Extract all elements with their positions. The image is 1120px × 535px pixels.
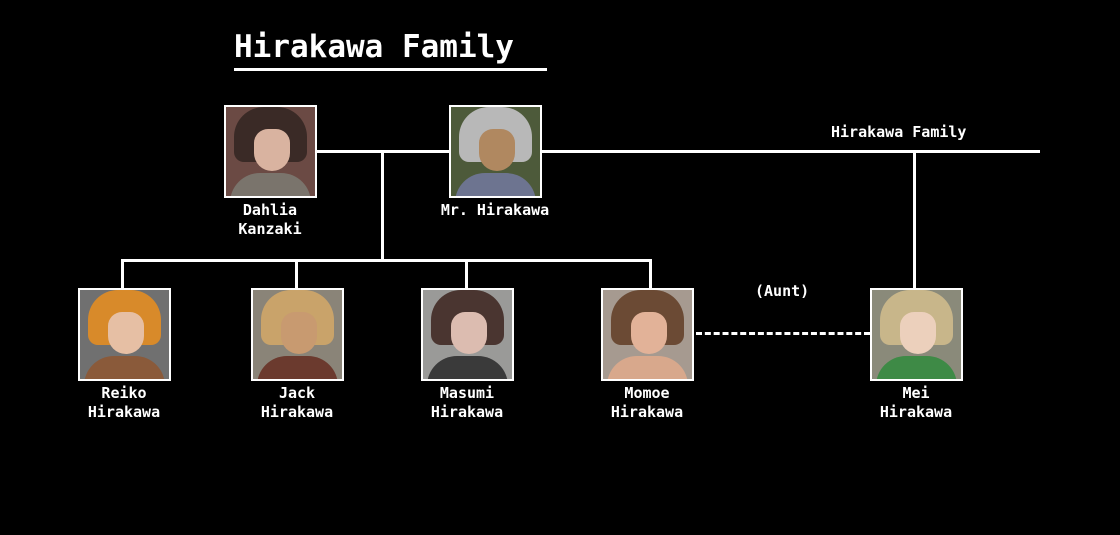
descent-line bbox=[381, 150, 384, 261]
first-name: Dahlia bbox=[242, 201, 298, 219]
branch-line bbox=[542, 150, 1040, 153]
portrait-face bbox=[108, 312, 144, 354]
portrait-mei[interactable] bbox=[870, 288, 963, 381]
name-label-mrhirakawa: Mr. Hirakawa bbox=[425, 201, 565, 220]
portrait-body bbox=[257, 356, 338, 379]
portrait-body bbox=[84, 356, 165, 379]
portrait-face bbox=[631, 312, 667, 354]
portrait-momoe[interactable] bbox=[601, 288, 694, 381]
aunt-dashed-line bbox=[696, 332, 870, 335]
portrait-masumi[interactable] bbox=[421, 288, 514, 381]
first-name: Masumi bbox=[439, 384, 495, 402]
portrait-jack[interactable] bbox=[251, 288, 344, 381]
first-name: Jack bbox=[278, 384, 316, 402]
first-name: Momoe bbox=[624, 384, 670, 402]
portrait-body bbox=[607, 356, 688, 379]
portrait-body bbox=[876, 356, 957, 379]
relation-label: (Aunt) bbox=[755, 282, 810, 300]
last-name: Hirakawa bbox=[430, 403, 504, 421]
child-drop-reiko bbox=[121, 259, 124, 288]
last-name: Hirakawa bbox=[87, 403, 161, 421]
portrait-face bbox=[479, 129, 515, 171]
portrait-reiko[interactable] bbox=[78, 288, 171, 381]
portrait-face bbox=[451, 312, 487, 354]
portrait-body bbox=[230, 173, 311, 196]
first-name: Mr. Hirakawa bbox=[440, 201, 550, 219]
last-name: Hirakawa bbox=[610, 403, 684, 421]
page-title: Hirakawa Family bbox=[234, 29, 514, 65]
portrait-face bbox=[254, 129, 290, 171]
portrait-body bbox=[455, 173, 536, 196]
last-name: Kanzaki bbox=[238, 220, 302, 238]
portrait-face bbox=[281, 312, 317, 354]
first-name: Mei bbox=[902, 384, 930, 402]
child-drop-momoe bbox=[649, 259, 652, 288]
branch-drop-mei bbox=[913, 150, 916, 288]
portrait-dahlia[interactable] bbox=[224, 105, 317, 198]
portrait-body bbox=[427, 356, 508, 379]
portrait-mrhirakawa[interactable] bbox=[449, 105, 542, 198]
last-name: Hirakawa bbox=[260, 403, 334, 421]
title-underline bbox=[234, 68, 547, 71]
branch-label: Hirakawa Family bbox=[831, 123, 967, 141]
last-name: Hirakawa bbox=[879, 403, 953, 421]
child-drop-jack bbox=[295, 259, 298, 288]
portrait-face bbox=[900, 312, 936, 354]
first-name: Reiko bbox=[101, 384, 147, 402]
children-bar bbox=[121, 259, 652, 262]
child-drop-masumi bbox=[465, 259, 468, 288]
